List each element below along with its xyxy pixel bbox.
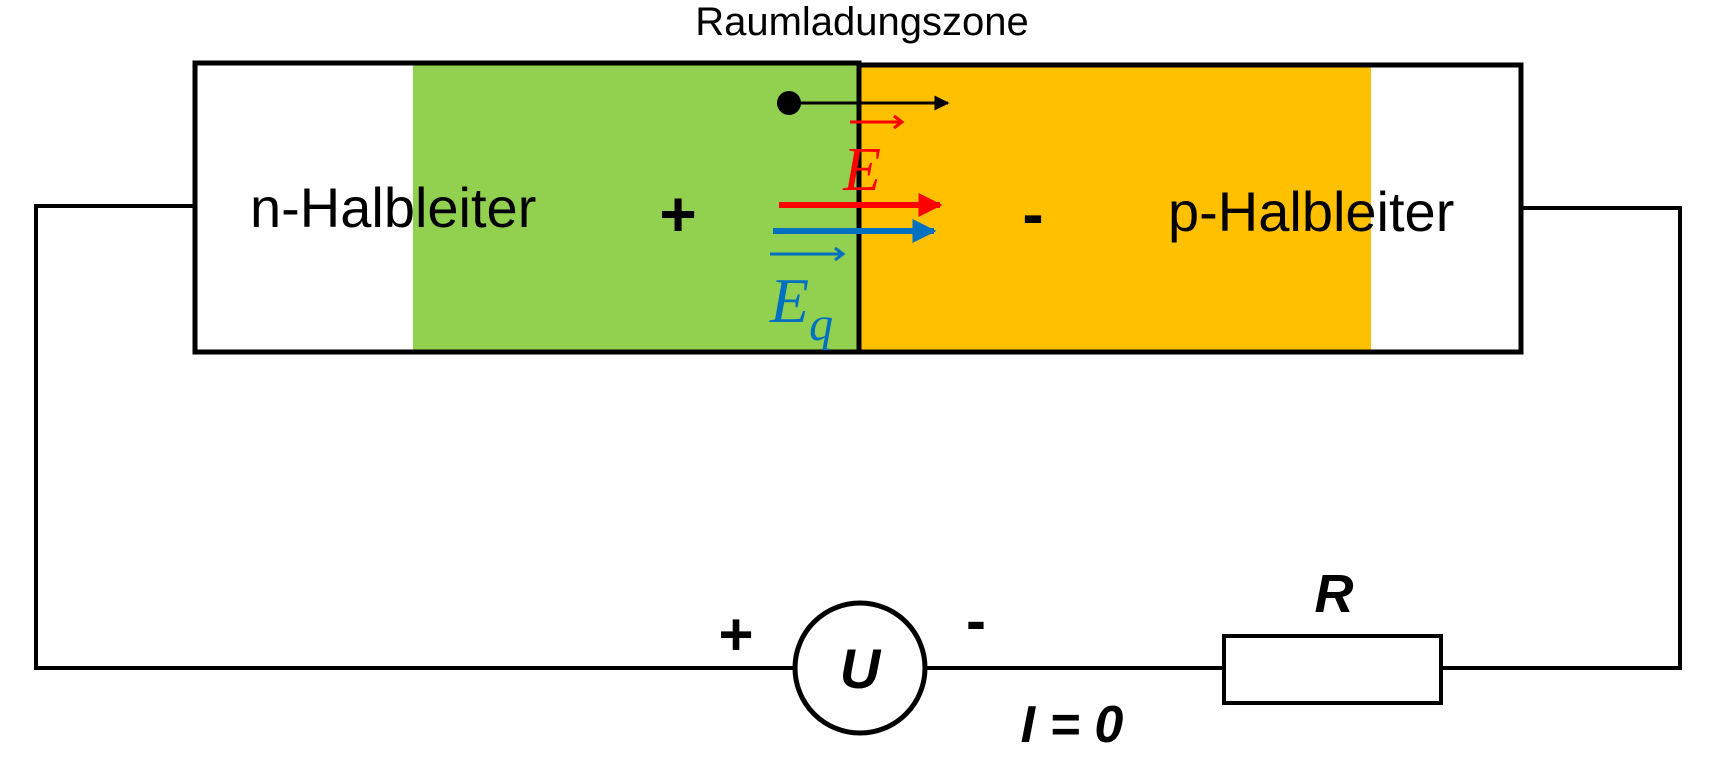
e-field-vector-tip bbox=[893, 114, 905, 130]
n-semiconductor-label: n-Halbleiter bbox=[250, 176, 536, 239]
source-minus-sign: - bbox=[966, 587, 986, 654]
eq-field-subscript: q bbox=[809, 298, 833, 351]
left-wire bbox=[34, 204, 795, 670]
eq-field-base: E bbox=[769, 265, 809, 336]
e-field-label: E bbox=[842, 136, 881, 204]
eq-field-vector-tip bbox=[834, 246, 846, 262]
depletion-zone-title: Raumladungszone bbox=[695, 0, 1029, 44]
right-wire bbox=[1441, 206, 1682, 670]
resistor-label: R bbox=[1315, 564, 1354, 624]
p-semiconductor-label: p-Halbleiter bbox=[1168, 180, 1454, 243]
p-depletion-region bbox=[859, 64, 1371, 352]
voltage-source bbox=[792, 600, 928, 736]
current-label: I = 0 bbox=[1021, 696, 1124, 754]
negative-charge-sign: - bbox=[1022, 178, 1043, 250]
resistor bbox=[1222, 634, 1443, 705]
positive-charge-sign: + bbox=[659, 178, 696, 250]
source-plus-sign: + bbox=[718, 601, 753, 668]
voltage-source-label: U bbox=[840, 637, 882, 700]
eq-field-label: Eq bbox=[769, 265, 833, 351]
